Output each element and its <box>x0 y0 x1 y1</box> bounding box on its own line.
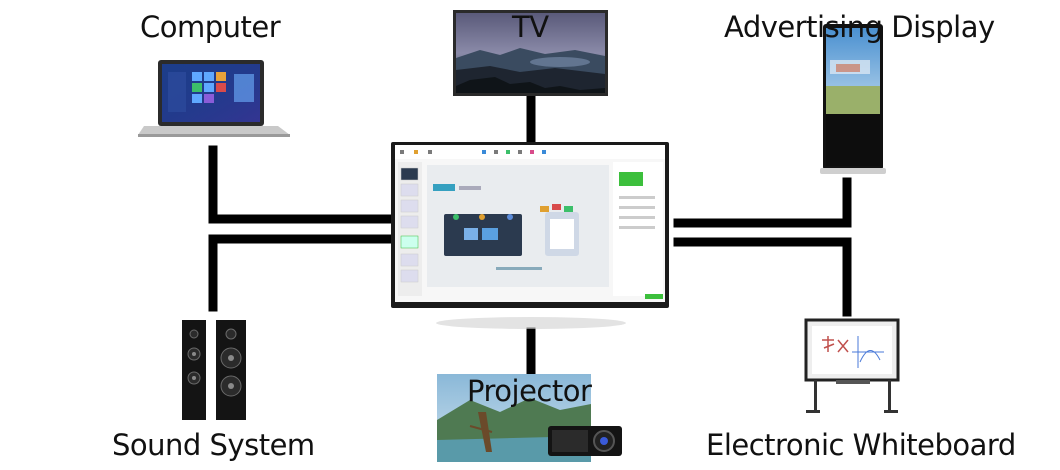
kiosk-icon <box>820 24 886 174</box>
connector-whiteboard <box>673 237 852 317</box>
whiteboard-icon <box>804 318 900 413</box>
label-tv: TV <box>512 10 549 44</box>
label-sound-system: Sound System <box>112 428 315 462</box>
label-electronic-whiteboard: Electronic Whiteboard <box>706 428 1016 462</box>
label-advertising-display: Advertising Display <box>724 10 995 44</box>
tv-icon <box>453 10 608 96</box>
connector-computer <box>208 145 393 224</box>
label-projector: Projector <box>467 374 592 408</box>
connector-sound <box>208 234 393 312</box>
laptop-icon <box>138 60 290 137</box>
label-computer: Computer <box>140 10 281 44</box>
speaker-icon <box>182 320 246 420</box>
interactive-panel-icon <box>391 142 669 329</box>
connector-advertising <box>673 177 852 228</box>
connector-lines <box>208 93 852 377</box>
projector-icon <box>437 374 622 462</box>
